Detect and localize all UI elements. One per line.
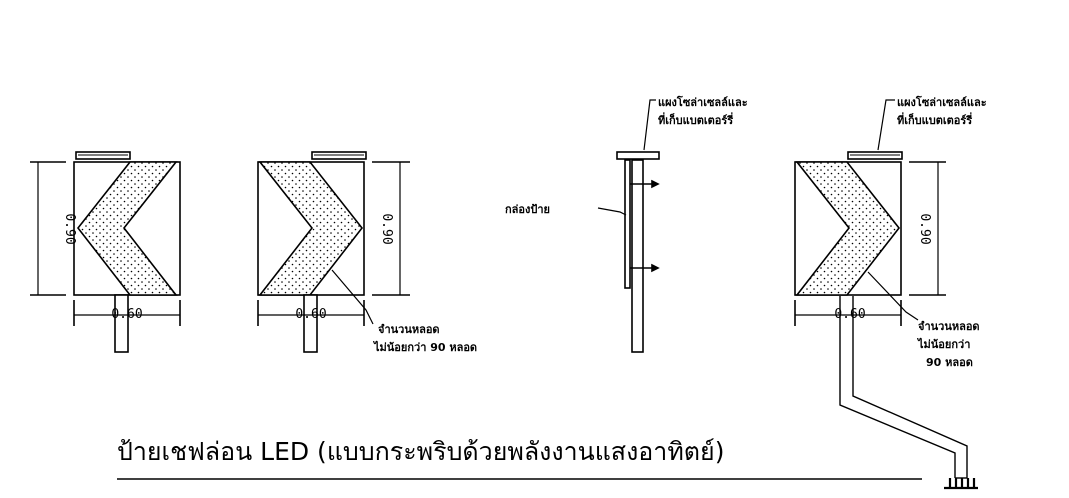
solar-panel-label: ที่เก็บแบตเตอร์รี่ [897,112,972,127]
chevron-led-area [76,161,178,296]
width-dimension-label: 0.60 [295,307,326,322]
bulb-count-label: 90 หลอด [926,356,973,369]
sign-1-left-chevron [30,151,181,353]
sign-box-side [624,159,631,289]
sign-2-right-chevron [257,151,410,353]
drawing-title: ป้ายเชฟล่อน LED (แบบกระพริบด้วยพลังงานแส… [117,437,724,466]
chevron-led-area [795,161,901,296]
height-dimension-label: 0.90 [379,213,394,244]
height-dimension-label: 0.90 [917,213,932,244]
support-post [303,294,318,353]
bulb-count-label: ไม่น้อยกว่า [916,337,970,351]
solar-panel-icon [616,151,660,160]
width-dimension-label: 0.60 [834,307,865,322]
bulb-count-label: จำนวนหลอด [918,320,980,333]
height-dimension-label: 0.90 [62,213,77,244]
bulb-count-label: ไม่น้อยกว่า 90 หลอด [372,340,477,354]
support-post [114,294,129,353]
solar-panel-label: ที่เก็บแบตเตอร์รี่ [658,112,733,127]
support-post [631,159,644,353]
solar-panel-label: แผงโซล่าเซลล์และ [897,95,987,109]
width-dimension-label: 0.60 [111,307,142,322]
sign-side-view [597,99,660,353]
sign-box-label: กล่องป้าย [505,203,550,216]
sign-4-right-chevron-offset-pole [794,99,978,490]
pole-base [944,478,978,490]
bent-pole [839,296,968,478]
bulb-count-label: จำนวนหลอด [378,323,440,336]
solar-panel-label: แผงโซล่าเซลล์และ [658,95,748,109]
